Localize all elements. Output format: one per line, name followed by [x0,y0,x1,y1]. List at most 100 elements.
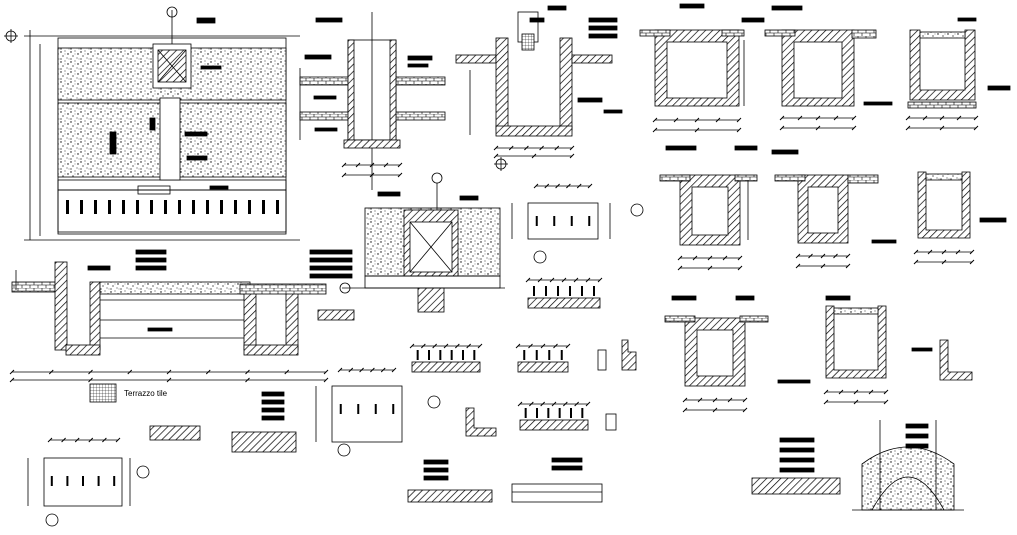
dimension-tick [795,263,801,269]
u-channel-1 [907,17,1011,129]
dimension-tick [969,249,975,255]
dimension-tick [715,117,721,123]
plan-slot [234,200,237,214]
rebar-mark [535,350,538,360]
dimension-tick [537,277,543,283]
rebar-mark [560,350,563,360]
dimension-tick [420,343,426,349]
dimension-tick [515,343,521,349]
dimension-tick [245,377,250,383]
rebar-detail-2 [149,309,441,457]
dimension-tick [369,162,375,168]
dimension-tick [561,277,567,283]
dimension-tick [682,407,688,413]
dimension-tick [554,145,560,151]
dimension-tick [585,401,591,407]
rebar-mark [374,404,377,414]
dimension-tick [707,255,713,261]
dimension-tick [652,127,658,133]
dimension-tick [797,115,803,121]
dimension-tick [694,117,700,123]
rebar-mark [570,216,573,226]
rebar-mark [416,350,419,360]
box-culvert-4 [771,149,879,267]
dimension-tick [525,277,531,283]
dimension-tick [727,397,733,403]
dimension-tick [838,389,844,395]
dimension-tick [845,253,851,259]
rebar-mark [558,408,561,418]
dimension-tick [383,162,389,168]
rebar-mark [533,286,535,296]
dimension-tick [88,377,93,383]
dimension-tick [574,401,580,407]
dimension-tick [851,125,857,131]
dimension-tick [369,172,375,178]
rebar-mark [593,286,595,296]
dimension-tick [736,117,742,123]
long-section [11,249,353,403]
dimension-tick [454,343,460,349]
box-culvert-5 [664,295,811,411]
rebar-mark [97,476,100,486]
rebar-mark [523,350,526,360]
dimension-tick [566,183,571,189]
plan-slot [150,200,153,214]
dimension-tick [284,369,290,375]
dimension-tick [820,263,826,269]
dimension-tick [409,343,415,349]
dimension-tick [397,172,403,178]
dimension-tick [569,153,575,159]
dimension-tick [779,125,785,131]
rebar-mark [588,216,591,226]
dimension-tick [823,399,829,405]
dimension-tick [587,183,593,189]
dimension-tick [845,263,851,269]
rebar-mark [357,404,360,414]
dimension-tick [370,367,375,373]
dimension-tick [941,249,947,255]
dimension-tick [853,399,859,405]
dimension-tick [707,265,713,271]
plan-slot [80,200,83,214]
dimension-tick [737,255,743,261]
rebar-mark [548,350,551,360]
dimension-tick [115,437,121,443]
plan-slot [108,200,111,214]
dimension-tick [585,277,591,283]
plan-view [4,6,300,241]
dimension-tick [673,117,679,123]
dimension-tick [853,389,859,395]
dimension-tick [528,401,534,407]
dimension-tick [562,401,568,407]
dimension-tick [74,437,80,443]
dimension-tick [973,115,979,121]
dimension-tick [533,183,539,189]
manhole-section [339,172,505,313]
dimension-tick [493,153,499,159]
rebar-mark [547,408,550,418]
dimension-tick [927,249,933,255]
rebar-detail-3 [27,439,150,527]
plan-slot [122,200,125,214]
dimension-tick [905,115,911,121]
rebar-mark [581,408,584,418]
rebar-mark [524,408,527,418]
dimension-tick [677,265,683,271]
dimension-tick [166,369,172,375]
rebar-mark [553,216,556,226]
plan-slot [206,200,209,214]
dimension-tick [737,265,743,271]
dimension-tick [973,125,979,131]
plan-slot [136,200,139,214]
rebar-mark [581,286,583,296]
dimension-tick [712,407,718,413]
dimension-tick [391,367,397,373]
plan-slot [276,200,279,214]
dimension-tick [524,145,529,151]
dimension-tick [833,253,838,259]
box-culvert-3 [659,145,758,269]
dimension-tick [553,343,558,349]
plan-slot [164,200,167,214]
